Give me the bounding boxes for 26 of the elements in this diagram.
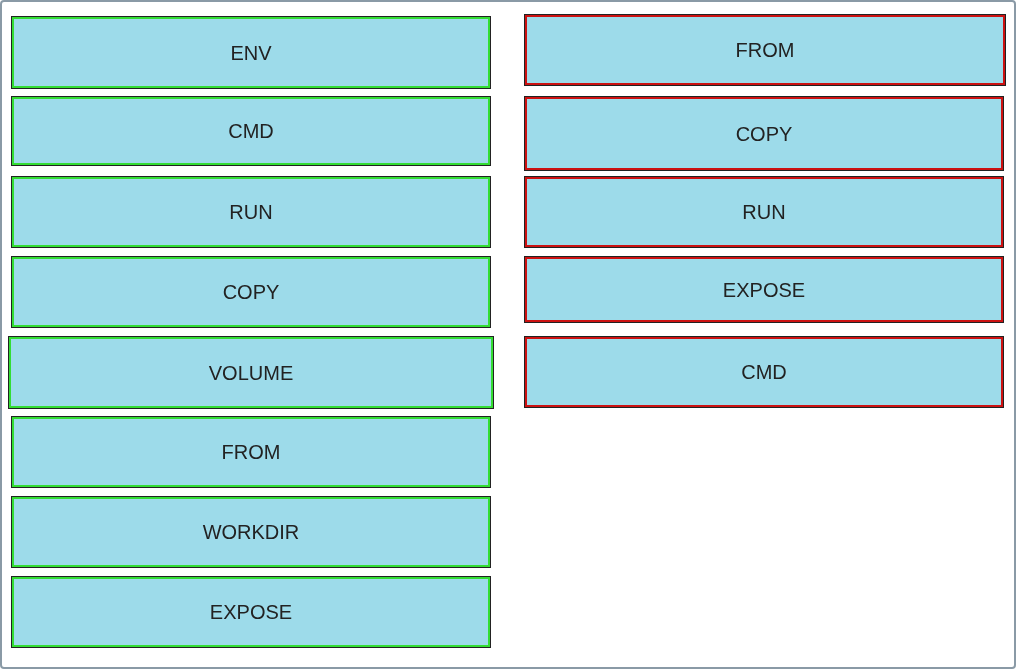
label-box	[525, 257, 1003, 322]
box-label: ENV	[230, 40, 272, 66]
box-label: EXPOSE	[209, 600, 293, 625]
box-label: VOLUME	[208, 360, 294, 386]
box-label: RUN	[229, 200, 273, 225]
label-box	[525, 177, 1003, 247]
box-label: EXPOSE	[722, 277, 806, 303]
label-box	[12, 97, 490, 165]
label-box	[12, 417, 490, 487]
box-label: FROM	[735, 38, 795, 63]
label-box	[12, 577, 490, 647]
label-box	[12, 177, 490, 247]
box-label: CMD	[741, 360, 787, 385]
label-box	[9, 337, 493, 408]
label-box	[525, 97, 1003, 170]
label-box	[12, 497, 490, 567]
box-label: RUN	[742, 200, 786, 225]
label-box	[525, 337, 1003, 407]
label-box	[525, 15, 1005, 85]
label-box	[12, 257, 490, 327]
box-label: CMD	[228, 119, 274, 144]
box-label: COPY	[735, 121, 793, 147]
box-label: FROM	[221, 440, 281, 465]
label-box	[12, 17, 490, 88]
box-label: WORKDIR	[202, 520, 300, 545]
box-label: COPY	[222, 280, 280, 305]
